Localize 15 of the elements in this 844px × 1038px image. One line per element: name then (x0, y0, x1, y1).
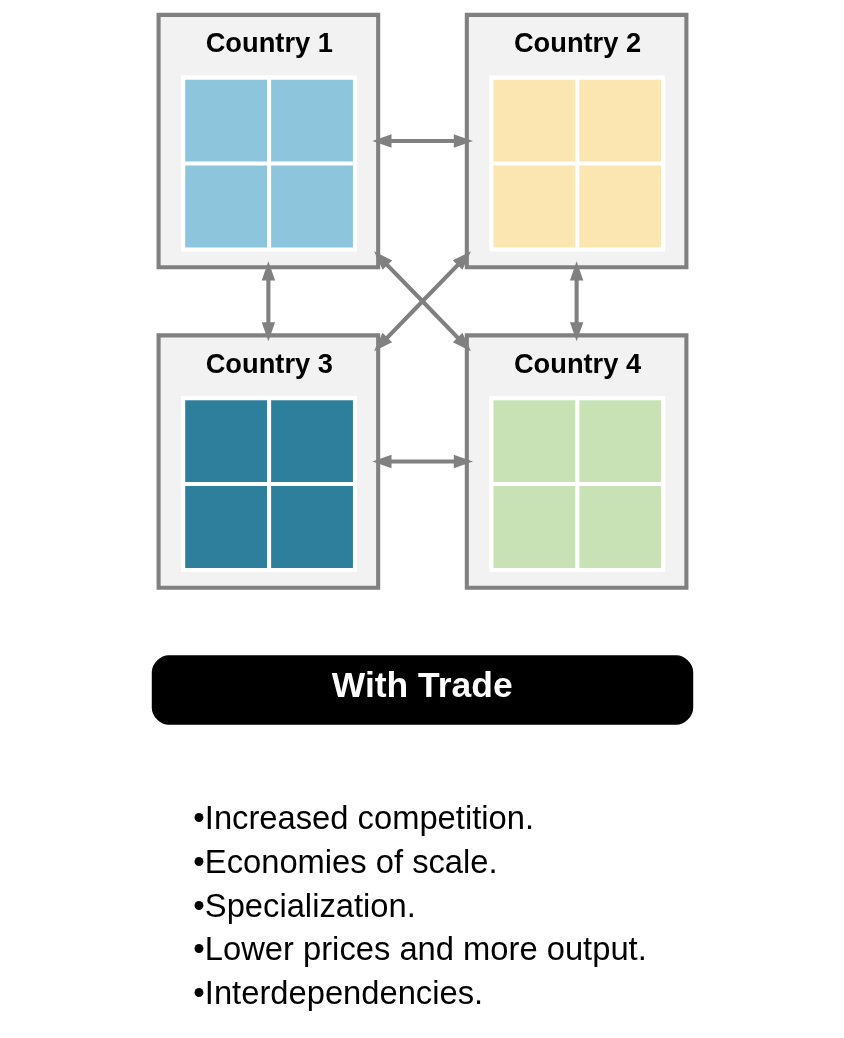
label: •Lower prices and more output. (192, 929, 647, 967)
node-box: Country 1 (156, 12, 380, 269)
arrow (261, 260, 275, 341)
label: •Economies of scale. (192, 842, 498, 880)
arrow (371, 454, 473, 468)
node-box: Country 4 (464, 332, 688, 590)
arrow (371, 133, 473, 148)
label: •Interdependencies. (192, 973, 483, 1011)
node-box: Country 2 (464, 12, 688, 269)
arrow (373, 250, 471, 351)
label: •Increased competition. (192, 798, 534, 836)
node-box: With Trade (151, 654, 693, 725)
arrow (569, 260, 583, 341)
node-box: Country 3 (156, 332, 380, 590)
label: •Specialization. (192, 886, 416, 924)
